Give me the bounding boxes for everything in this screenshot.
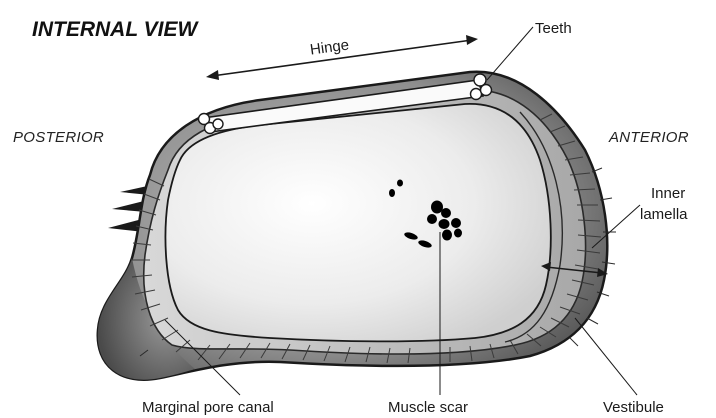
inner-lamella-label-line1: Inner (651, 185, 685, 202)
muscle-scar-label: Muscle scar (388, 399, 468, 416)
vestibule-label: Vestibule (603, 399, 664, 416)
teeth-leader (487, 27, 533, 80)
teeth-label: Teeth (535, 20, 572, 37)
central-area (165, 104, 550, 342)
marginal-pore-canal-label: Marginal pore canal (142, 399, 274, 416)
anterior-label: ANTERIOR (608, 129, 689, 146)
hinge-label: Hinge (309, 36, 350, 58)
posterior-label: POSTERIOR (13, 129, 104, 146)
diagram-title: INTERNAL VIEW (32, 18, 199, 41)
inner-lamella-label-line2: lamella (640, 206, 688, 223)
vestibule-leader (575, 318, 637, 395)
